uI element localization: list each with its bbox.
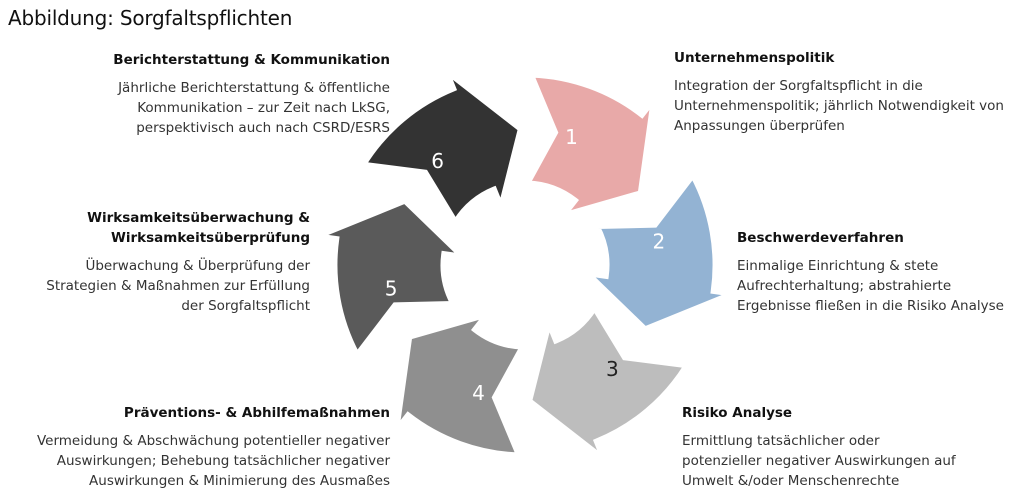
step-2-text: Beschwerdeverfahren Einmalige Einrichtun…: [737, 228, 1022, 316]
cycle-number-step-5: 5: [385, 277, 398, 301]
step-6-text: Berichterstattung & Kommunikation Jährli…: [60, 50, 390, 138]
step-1-description: Integration der Sorgfaltspflicht in die …: [674, 78, 1004, 134]
cycle-arrow-step-2: [581, 171, 741, 332]
step-6-heading: Berichterstattung & Kommunikation: [113, 52, 390, 68]
step-1-text: Unternehmenspolitik Integration der Sorg…: [674, 48, 1019, 136]
cycle-number-step-1: 1: [565, 125, 578, 149]
page-title: Abbildung: Sorgfaltspflichten: [8, 6, 293, 30]
step-2-description: Einmalige Einrichtung & stete Aufrechter…: [737, 258, 1004, 314]
step-5-description: Überwachung & Überprüfung der Strategien…: [46, 258, 310, 314]
cycle-arrow-step-3: [526, 303, 691, 466]
cycle-number-step-6: 6: [431, 149, 444, 173]
cycle-number-step-3: 3: [606, 357, 619, 381]
step-3-heading: Risiko Analyse: [682, 405, 793, 421]
cycle-arrow-step-4: [393, 310, 527, 458]
cycle-number-step-4: 4: [472, 381, 485, 405]
step-2-heading: Beschwerdeverfahren: [737, 230, 904, 246]
cycle-arrow-step-5: [309, 198, 469, 359]
step-4-heading: Präventions- & Abhilfemaßnahmen: [123, 405, 390, 421]
step-3-description: Ermittlung tatsächlicher oder potenziell…: [682, 433, 956, 489]
step-4-description: Vermeidung & Abschwächung potentieller n…: [36, 433, 390, 489]
step-3-text: Risiko Analyse Ermittlung tatsächlicher …: [682, 403, 1012, 491]
cycle-number-step-2: 2: [653, 229, 666, 253]
step-5-heading: Wirksamkeitsüberwachung & Wirksamkeitsüb…: [87, 210, 310, 246]
cycle-arrow-step-6: [359, 64, 524, 227]
cycle-arrow-step-1: [523, 72, 657, 220]
step-6-description: Jährliche Berichterstattung & öffentlich…: [118, 80, 390, 136]
step-1-heading: Unternehmenspolitik: [674, 50, 835, 66]
step-4-text: Präventions- & Abhilfemaßnahmen Vermeidu…: [10, 403, 390, 491]
step-5-text: Wirksamkeitsüberwachung & Wirksamkeitsüb…: [40, 208, 310, 316]
